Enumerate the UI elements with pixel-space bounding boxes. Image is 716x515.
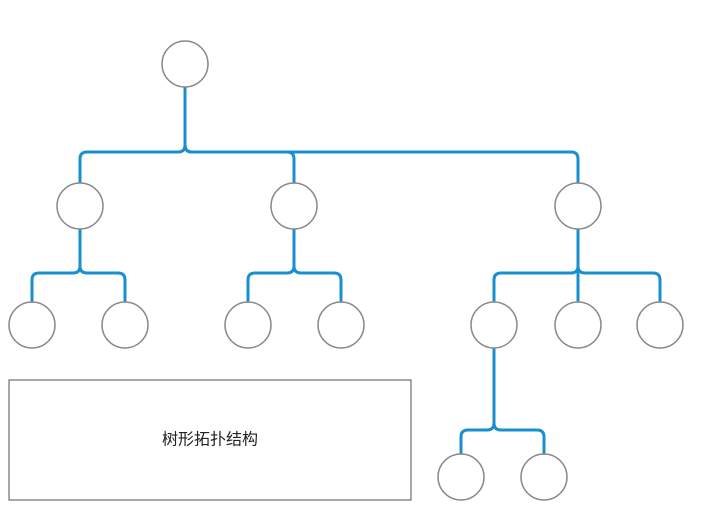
- node-root: [161, 40, 209, 88]
- node-level1-right: [554, 182, 602, 230]
- caption-box-group: 树形拓扑结构: [8, 379, 412, 501]
- caption-box: [8, 379, 412, 501]
- edge-level2-right-1-to-leaf-deep-1: [459, 346, 496, 456]
- edge-root-to-level1-middle: [183, 85, 296, 185]
- edge-level1-left-to-leaf-left-1: [30, 227, 82, 304]
- node-leaf-left-2: [101, 301, 149, 349]
- node-level1-middle: [270, 182, 318, 230]
- edge-root-to-level1-left: [78, 85, 187, 185]
- nodes-layer: [8, 40, 684, 501]
- node-leaf-deep-2: [520, 453, 568, 501]
- node-leaf-right-2: [554, 301, 602, 349]
- node-leaf-left-1: [8, 301, 56, 349]
- node-leaf-middle-1: [224, 301, 272, 349]
- node-level2-right-1: [470, 301, 518, 349]
- caption-label: 树形拓扑结构: [162, 430, 258, 449]
- edge-level2-right-1-to-leaf-deep-2: [492, 346, 546, 456]
- node-level1-left: [56, 182, 104, 230]
- edge-level1-left-to-leaf-left-2: [78, 227, 127, 304]
- edge-level1-middle-to-leaf-middle-2: [292, 227, 343, 304]
- edge-level1-right-to-leaf-right-3: [576, 227, 662, 304]
- node-leaf-deep-1: [437, 453, 485, 501]
- edges-layer: [30, 85, 662, 456]
- edge-level1-middle-to-leaf-middle-1: [246, 227, 296, 304]
- edge-level1-right-to-level2-right-1: [492, 227, 580, 304]
- edge-root-to-level1-right: [183, 85, 580, 185]
- node-leaf-right-3: [636, 301, 684, 349]
- node-leaf-middle-2: [317, 301, 365, 349]
